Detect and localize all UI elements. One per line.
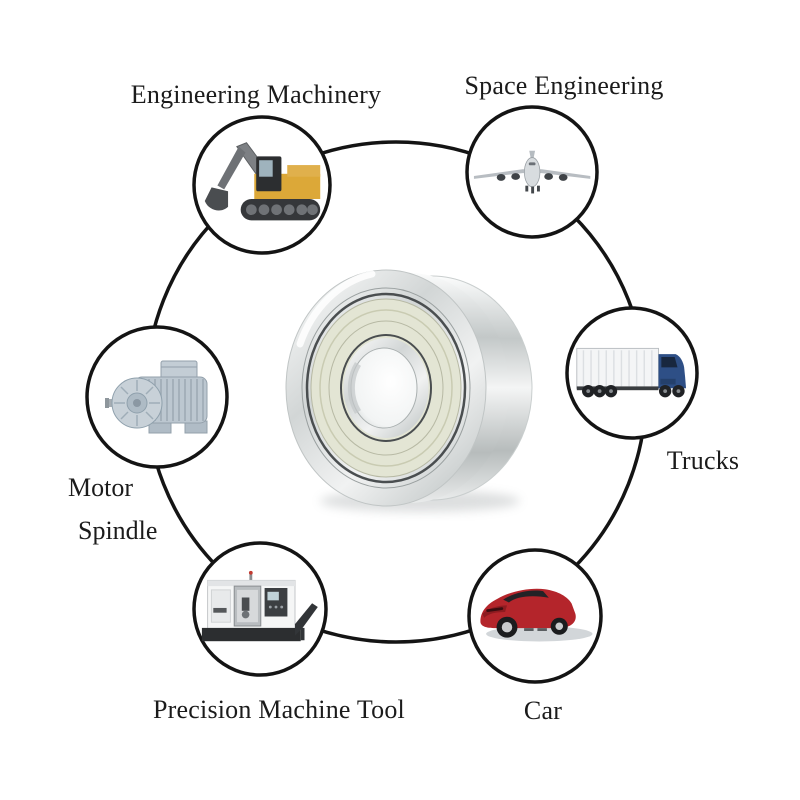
bearing-inner-ring-edge bbox=[340, 334, 432, 442]
bearing-shield-ring-1 bbox=[319, 309, 453, 467]
application-node-trucks bbox=[565, 306, 699, 440]
label-precision-machine-tool: Precision Machine Tool bbox=[153, 695, 405, 724]
application-node-engineering-machinery bbox=[192, 115, 332, 255]
bearing-bore-shading bbox=[347, 362, 362, 414]
motor-icon bbox=[105, 360, 208, 434]
application-node-car bbox=[467, 548, 603, 684]
bearing-bore bbox=[350, 347, 418, 429]
bearing-face-line bbox=[301, 287, 471, 489]
label-spindle-line: Spindle bbox=[78, 516, 158, 545]
label-engineering-machinery: Engineering Machinery bbox=[130, 80, 382, 109]
car-icon bbox=[480, 588, 593, 642]
bearing-shield-ring-2 bbox=[328, 320, 444, 456]
machine-tool-icon bbox=[201, 570, 318, 642]
excavator-icon bbox=[204, 142, 321, 221]
bearing-highlight bbox=[296, 270, 376, 348]
label-space-engineering: Space Engineering bbox=[464, 71, 664, 100]
bearing-groove-ring bbox=[305, 292, 467, 484]
label-motor-spindle: Motor Spindle bbox=[68, 466, 157, 552]
truck-icon bbox=[576, 347, 687, 398]
label-car: Car bbox=[523, 696, 563, 725]
application-node-precision-machine-tool bbox=[192, 541, 328, 677]
label-motor-line: Motor bbox=[68, 473, 133, 502]
label-trucks: Trucks bbox=[666, 446, 740, 475]
airplane-icon bbox=[473, 150, 591, 194]
application-node-space-engineering bbox=[465, 105, 599, 239]
ball-bearing-image bbox=[285, 269, 533, 512]
application-node-motor-spindle bbox=[85, 325, 229, 469]
